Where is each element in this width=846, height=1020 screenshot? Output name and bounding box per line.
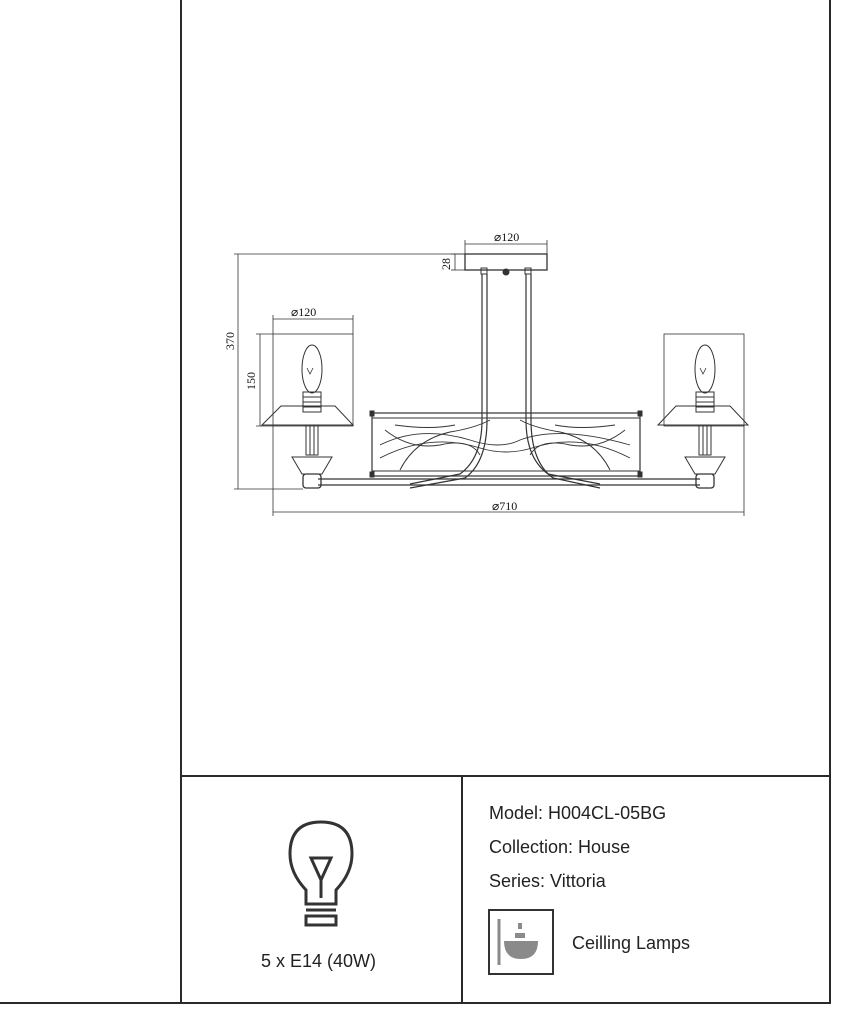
product-series: Series: Vittoria: [489, 871, 606, 891]
product-collection: Collection: House: [489, 837, 631, 857]
dim-total-diameter: ⌀710: [492, 499, 517, 513]
right-shade-outline: [663, 333, 745, 427]
frame-bottom-border: [0, 1002, 831, 1004]
light-bulb-icon: [288, 820, 354, 927]
dim-shade-diameter: ⌀120: [291, 305, 316, 319]
right-lamp: [656, 344, 750, 489]
dim-total-height: 370: [223, 332, 237, 350]
left-shade-outline: [272, 333, 354, 427]
dim-mount-height: 28: [439, 258, 453, 270]
central-drum-shade: [371, 412, 641, 477]
frame-right-border: [829, 0, 831, 1004]
frame-left-divider: [180, 0, 182, 1004]
category-icon-box: [488, 909, 554, 975]
ceiling-mount: [464, 253, 548, 271]
frame-info-mid-divider: [461, 775, 463, 1004]
frame-info-top-divider: [180, 775, 831, 777]
ceiling-lamp-icon: [497, 919, 538, 965]
bulb-spec: 5 x E14 (40W): [261, 951, 377, 971]
center-rod-right: [525, 274, 601, 485]
dim-mount-diameter: ⌀120: [494, 230, 519, 244]
product-category: Ceilling Lamps: [572, 933, 691, 953]
product-model: Model: H004CL-05BG: [489, 803, 667, 823]
center-rod-left: [409, 274, 483, 485]
dim-shade-height: 150: [244, 372, 258, 390]
left-lamp: [260, 344, 355, 489]
